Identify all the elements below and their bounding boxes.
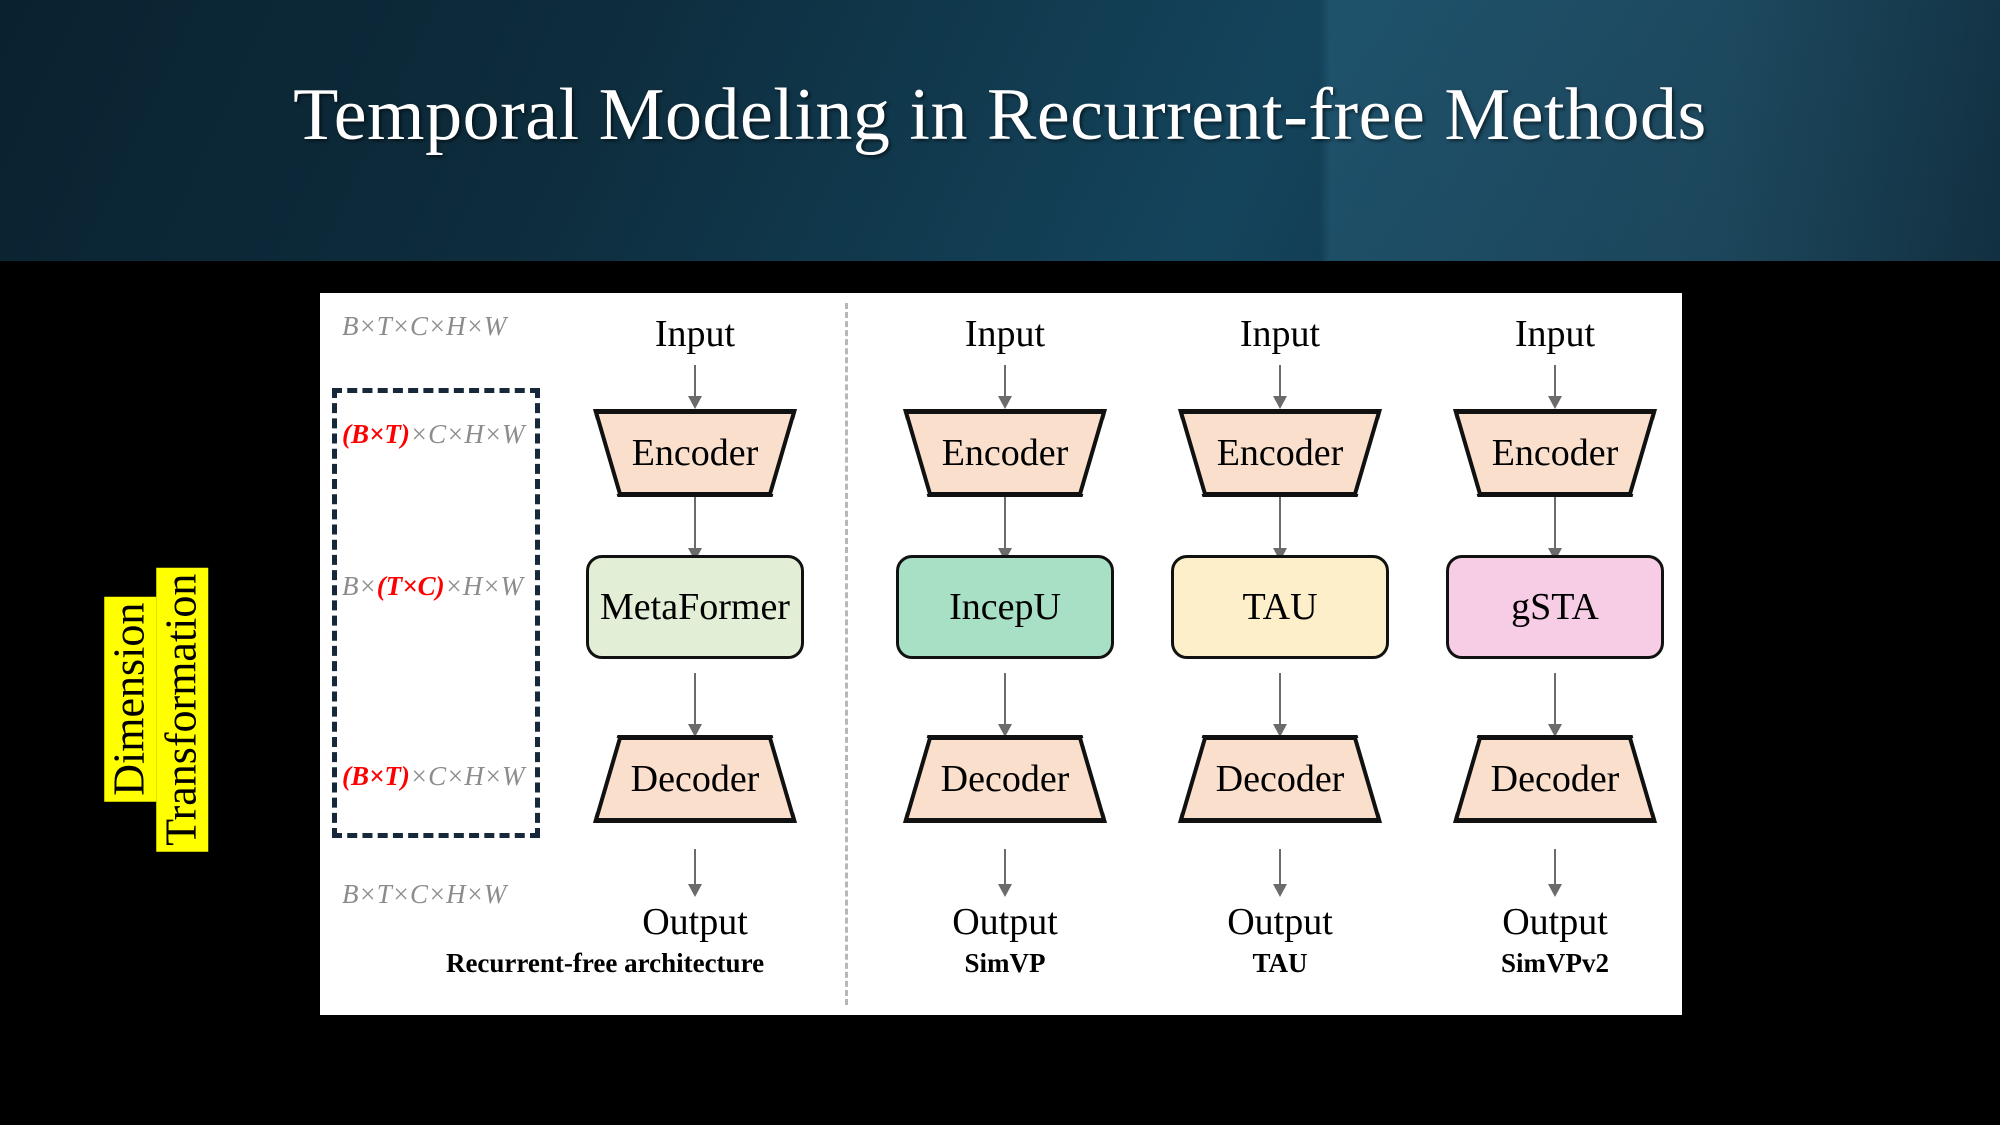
dim-annotation-input: B×T×C×H×W [342,313,542,340]
dim-accent: (B×T) [342,761,410,791]
side-label-line-1: Dimension [104,596,156,802]
encoder-label: Encoder [1491,432,1619,474]
dim-accent: (T×C) [376,571,445,601]
dim-annotation-decoder: (B×T)×C×H×W [342,763,542,790]
diagram-panel: B×T×C×H×W (B×T)×C×H×W B×(T×C)×H×W (B×T)×… [320,293,1682,1015]
core-block-gsta[interactable]: gSTA [1446,555,1664,659]
core-label: gSTA [1511,586,1599,628]
core-block-tau[interactable]: TAU [1171,555,1389,659]
column-caption-tau: TAU [1252,948,1308,978]
decoder-label: Decoder [630,758,760,800]
output-label: Output [1502,901,1608,943]
dim-plain-after: ×C×H×W [409,761,525,791]
core-block-incepu[interactable]: IncepU [896,555,1114,659]
column-caption-simvpv2: SimVPv2 [1501,948,1609,978]
output-label: Output [642,901,748,943]
side-label-line-2: Transformation [156,567,208,852]
core-label: TAU [1242,586,1318,628]
decoder-label: Decoder [1490,758,1620,800]
encoder-label: Encoder [1216,432,1344,474]
encoder-label: Encoder [941,432,1069,474]
dim-annotation-encoder: (B×T)×C×H×W [342,421,542,448]
encoder-block[interactable]: Encoder [903,409,1107,497]
arrow-decoder-to-output [998,849,1012,897]
decoder-block[interactable]: Decoder [593,735,797,823]
input-label: Input [1239,313,1321,355]
arrow-decoder-to-output [688,849,702,897]
dim-accent: (B×T) [342,419,410,449]
input-label: Input [654,313,736,355]
dim-plain-after: ×C×H×W [409,419,525,449]
dim-plain-before: B×T×C×H×W [342,879,507,909]
core-label: MetaFormer [600,586,790,628]
core-label: IncepU [949,586,1061,628]
arrow-input-to-encoder [1548,365,1562,409]
decoder-block[interactable]: Decoder [903,735,1107,823]
dim-plain-before: B× [342,571,377,601]
dimension-transformation-region [332,388,540,838]
pipeline-column-tau: Input Encoder TAU Decoder Output [1165,303,1395,1015]
arrow-encoder-to-core [1273,497,1287,561]
arrow-decoder-to-output [1548,849,1562,897]
arrow-decoder-to-output [1273,849,1287,897]
arrow-core-to-decoder [998,673,1012,737]
arrow-core-to-decoder [688,673,702,737]
dim-annotation-output: B×T×C×H×W [342,881,542,908]
decoder-label: Decoder [940,758,1070,800]
slide-header: Temporal Modeling in Recurrent-free Meth… [0,0,2000,266]
arrow-core-to-decoder [1273,673,1287,737]
column-caption-simvp: SimVP [964,948,1046,978]
encoder-block[interactable]: Encoder [1453,409,1657,497]
pipeline-column-recurrent-free: Input Encoder MetaFormer Decoder Output [580,303,810,1015]
encoder-block[interactable]: Encoder [1178,409,1382,497]
output-label: Output [1227,901,1333,943]
arrow-core-to-decoder [1548,673,1562,737]
arrow-encoder-to-core [1548,497,1562,561]
dim-plain-before: B×T×C×H×W [342,311,507,341]
page-title: Temporal Modeling in Recurrent-free Meth… [293,74,1707,156]
dimension-transformation-label: Dimension Transformation [104,455,282,852]
output-label: Output [952,901,1058,943]
arrow-input-to-encoder [998,365,1012,409]
column-divider [845,303,848,1005]
column-caption-recurrent-free: Recurrent-free architecture [445,948,765,978]
dim-plain-after: ×H×W [444,571,524,601]
decoder-block[interactable]: Decoder [1178,735,1382,823]
dim-annotation-core: B×(T×C)×H×W [342,573,542,600]
encoder-label: Encoder [631,432,759,474]
arrow-encoder-to-core [998,497,1012,561]
arrow-input-to-encoder [688,365,702,409]
decoder-block[interactable]: Decoder [1453,735,1657,823]
input-label: Input [964,313,1046,355]
encoder-block[interactable]: Encoder [593,409,797,497]
decoder-label: Decoder [1215,758,1345,800]
arrow-input-to-encoder [1273,365,1287,409]
pipeline-column-simvp: Input Encoder IncepU Decoder Output [890,303,1120,1015]
core-block-metaformer[interactable]: MetaFormer [586,555,804,659]
arrow-encoder-to-core [688,497,702,561]
input-label: Input [1514,313,1596,355]
pipeline-column-simvpv2: Input Encoder gSTA Decoder Output [1440,303,1670,1015]
